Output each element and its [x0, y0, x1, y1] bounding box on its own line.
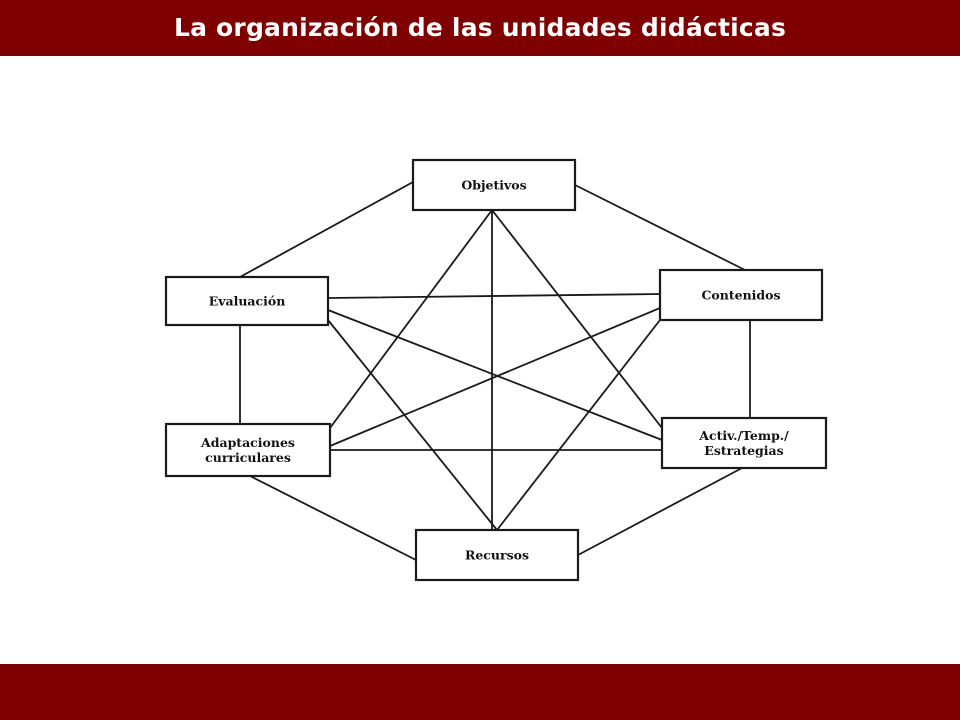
- edge-adaptaciones-contenidos: [329, 307, 661, 447]
- node-label-actividades: Activ./Temp./: [698, 428, 789, 443]
- node-recursos: Recursos: [414, 528, 580, 582]
- node-box-recursos: [414, 528, 580, 582]
- edge-evaluacion-actividades: [327, 309, 663, 441]
- node-box-contenidos: [658, 268, 824, 322]
- edge-recursos-contenidos: [496, 319, 661, 531]
- node-label-recursos: Recursos: [465, 548, 529, 563]
- node-contenidos: Contenidos: [658, 268, 824, 322]
- node-label-objetivos: Objetivos: [461, 178, 526, 193]
- edge-evaluacion-recursos: [327, 319, 498, 531]
- node-objetivos: Objetivos: [411, 158, 577, 212]
- node-box-adaptaciones: [164, 422, 332, 478]
- slide-title: La organización de las unidades didáctic…: [173, 13, 787, 42]
- node-label-actividades: Estrategias: [704, 443, 783, 458]
- node-box-actividades: [660, 416, 828, 470]
- node-evaluacion: Evaluación: [164, 275, 330, 327]
- edge-evaluacion-objetivos: [239, 181, 414, 278]
- node-box-objetivos: [411, 158, 577, 212]
- edge-objetivos-contenidos: [574, 184, 746, 271]
- diagram-edges: [239, 181, 751, 561]
- node-label-contenidos: Contenidos: [701, 288, 780, 303]
- edge-objetivos-actividades: [491, 209, 663, 429]
- node-actividades: Activ./Temp./Estrategias: [660, 416, 828, 470]
- node-label-adaptaciones: curriculares: [205, 450, 291, 465]
- edge-objetivos-adaptaciones: [329, 209, 493, 429]
- node-box-evaluacion: [164, 275, 330, 327]
- diagram-nodes: ObjetivosContenidosActiv./Temp./Estrateg…: [164, 158, 828, 582]
- header-bar: [0, 0, 960, 56]
- node-label-adaptaciones: Adaptaciones: [200, 435, 295, 450]
- node-label-evaluacion: Evaluación: [209, 294, 286, 309]
- edge-actividades-recursos: [577, 467, 743, 556]
- edge-evaluacion-contenidos: [327, 293, 661, 299]
- edge-recursos-adaptaciones: [249, 475, 417, 561]
- footer-bar: [0, 664, 960, 720]
